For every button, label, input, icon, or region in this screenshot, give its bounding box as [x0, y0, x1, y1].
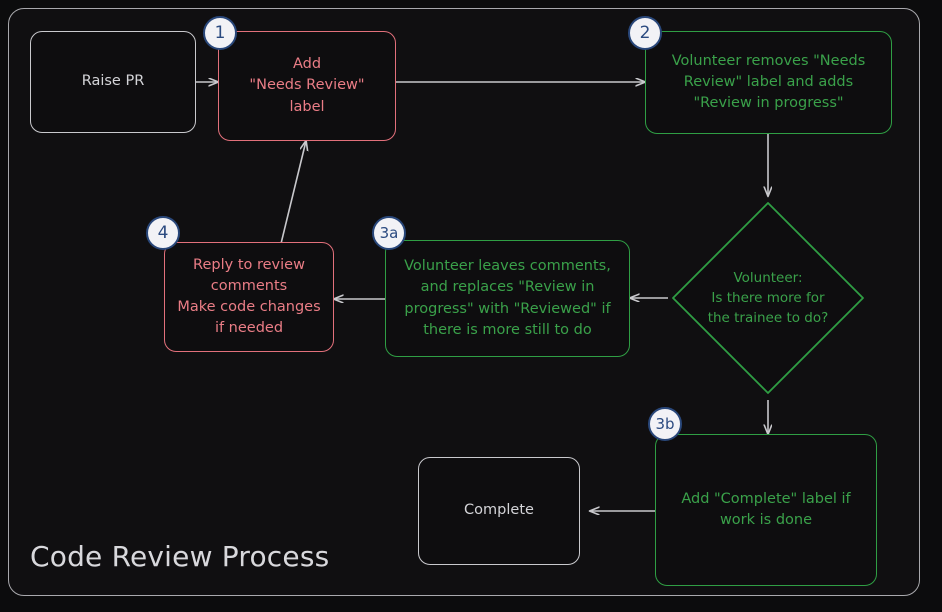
- badge-2-label: 2: [639, 23, 651, 43]
- node-complete[interactable]: Complete: [418, 457, 580, 565]
- badge-3a-label: 3a: [379, 224, 399, 242]
- badge-1-label: 1: [214, 23, 226, 43]
- node-volunteer-leaves-comments[interactable]: Volunteer leaves comments,and replaces "…: [385, 240, 630, 357]
- badge-3b-label: 3b: [655, 415, 675, 433]
- node-raise-pr[interactable]: Raise PR: [30, 31, 196, 133]
- diagram-title: Code Review Process: [30, 540, 330, 573]
- node-raise-pr-label: Raise PR: [81, 73, 145, 90]
- badge-3b[interactable]: 3b: [648, 407, 682, 441]
- node-volunteer-leaves-comments-label: Volunteer leaves comments,and replaces "…: [404, 258, 611, 338]
- badge-1[interactable]: 1: [203, 16, 237, 50]
- badge-2[interactable]: 2: [628, 16, 662, 50]
- node-add-label-label: Add"Needs Review"label: [249, 56, 365, 115]
- badge-4-label: 4: [157, 223, 169, 243]
- badge-3a[interactable]: 3a: [372, 216, 406, 250]
- node-complete-label: Complete: [464, 502, 534, 519]
- node-add-label[interactable]: Add"Needs Review"label: [218, 31, 396, 141]
- badge-4[interactable]: 4: [146, 216, 180, 250]
- diamond-shape: [672, 202, 864, 394]
